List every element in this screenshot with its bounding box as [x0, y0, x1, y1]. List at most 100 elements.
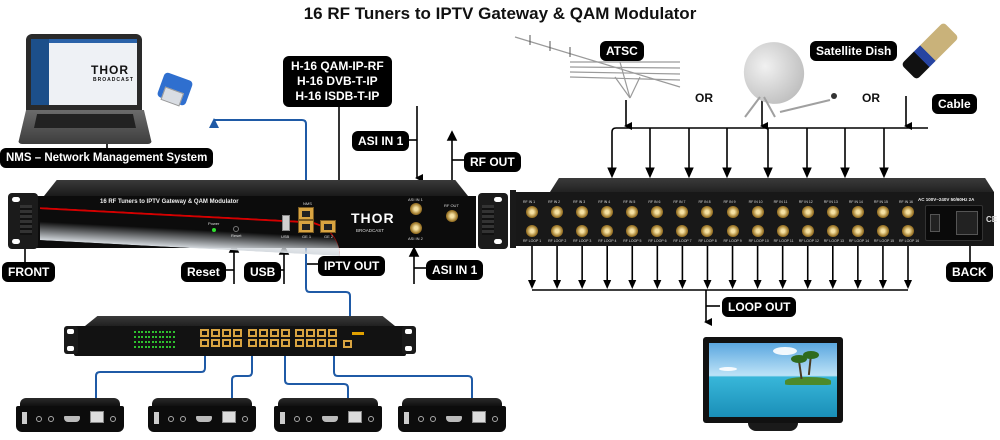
rf-in-13-connector[interactable]	[826, 206, 839, 218]
rf-loop-3-connector[interactable]	[576, 225, 589, 237]
switch-port-23[interactable]	[317, 339, 326, 347]
switch-port-5[interactable]	[200, 339, 209, 347]
stb-ethernet-port[interactable]	[348, 411, 362, 423]
switch-led	[134, 336, 136, 338]
reset-button[interactable]	[233, 226, 239, 232]
tv-stand	[748, 423, 798, 431]
rf-in-6-connector[interactable]	[651, 206, 664, 218]
switch-led	[144, 331, 147, 333]
rf-loop-2-connector[interactable]	[551, 225, 564, 237]
ge2-label: GE 2	[324, 234, 334, 239]
rf-in-4-connector[interactable]	[601, 206, 614, 218]
rf-loop-10-connector-label: RF LOOP 10	[748, 239, 769, 243]
rf-loop-13-connector[interactable]	[826, 225, 839, 237]
rf-in-5-connector[interactable]	[626, 206, 639, 218]
rf-loop-10-connector[interactable]	[751, 225, 764, 237]
loop-arrowhead-10	[753, 280, 762, 289]
switch-port-17[interactable]	[295, 329, 304, 337]
rf-in-2-connector[interactable]	[551, 206, 564, 218]
loop-arrowhead-3	[578, 280, 587, 289]
stb-ethernet-port[interactable]	[222, 411, 236, 423]
rf-loop-15-connector[interactable]	[876, 225, 889, 237]
rf-loop-14-connector[interactable]	[851, 225, 864, 237]
rf-in-15-connector-label: RF IN 15	[873, 200, 888, 204]
switch-port-7[interactable]	[222, 339, 231, 347]
bus-arrowhead-7	[840, 167, 850, 179]
switch-port-24[interactable]	[328, 339, 337, 347]
ge2-ethernet-port[interactable]	[320, 220, 336, 233]
switch-port-20[interactable]	[328, 329, 337, 337]
rf-in-11-connector[interactable]	[776, 206, 789, 218]
rf-in-3-connector[interactable]	[576, 206, 589, 218]
switch-port-3[interactable]	[222, 329, 231, 337]
switch-uplink-port[interactable]	[343, 340, 352, 348]
rf-loop-7-connector[interactable]	[676, 225, 689, 237]
rf-in-12-connector[interactable]	[801, 206, 814, 218]
switch-port-13[interactable]	[248, 339, 257, 347]
switch-port-21[interactable]	[295, 339, 304, 347]
rf-loop-5-connector[interactable]	[626, 225, 639, 237]
rf-in-1-connector-label: RF IN 1	[523, 200, 536, 204]
switch-port-11[interactable]	[270, 329, 279, 337]
switch-port-16[interactable]	[281, 339, 290, 347]
bus-arrowhead-4	[722, 167, 732, 179]
nms-ethernet-port[interactable]	[298, 207, 314, 220]
switch-led	[172, 341, 175, 343]
switch-led	[137, 346, 140, 348]
stb-ethernet-port[interactable]	[90, 411, 104, 423]
loop-arrowhead-8	[703, 280, 712, 289]
rf-in-9-connector[interactable]	[726, 206, 739, 218]
coax-cable-icon	[901, 22, 959, 80]
rf-loop-16-connector[interactable]	[902, 225, 914, 237]
rf-in-2-connector-label: RF IN 2	[548, 200, 561, 204]
rf-in-8-connector[interactable]	[701, 206, 714, 218]
switch-led	[158, 331, 161, 333]
rf-in-16-connector-label: RF IN 16	[899, 200, 914, 204]
switch-led	[137, 331, 140, 333]
rf-in-16-connector[interactable]	[902, 206, 914, 218]
rf-loop-6-connector[interactable]	[651, 225, 664, 237]
rf-loop-12-connector[interactable]	[801, 225, 814, 237]
rf-loop-1-connector[interactable]	[526, 225, 538, 237]
switch-port-14[interactable]	[259, 339, 268, 347]
power-switch[interactable]	[930, 214, 940, 232]
rf-loop-11-connector[interactable]	[776, 225, 789, 237]
rf-in-6-connector-label: RF IN 6	[648, 200, 661, 204]
switch-led	[144, 336, 147, 338]
switch-port-19[interactable]	[317, 329, 326, 337]
asi-in-1-connector[interactable]	[410, 203, 422, 215]
switch-port-18[interactable]	[306, 329, 315, 337]
switch-led	[148, 341, 150, 343]
switch-led	[169, 346, 171, 348]
iec-power-socket[interactable]	[956, 211, 978, 235]
switch-led	[162, 346, 164, 348]
switch-port-6[interactable]	[211, 339, 220, 347]
rf-in-1-connector[interactable]	[526, 206, 538, 218]
usb-port-label: USB	[281, 234, 290, 239]
switch-port-22[interactable]	[306, 339, 315, 347]
switch-port-9[interactable]	[248, 329, 257, 337]
asi-in-2-connector[interactable]	[410, 222, 422, 234]
rf-in-10-connector[interactable]	[751, 206, 764, 218]
rf-loop-8-connector[interactable]	[701, 225, 714, 237]
switch-port-10[interactable]	[259, 329, 268, 337]
loop-arrowhead-4	[603, 280, 612, 289]
stb-ethernet-port[interactable]	[472, 411, 486, 423]
switch-port-15[interactable]	[270, 339, 279, 347]
rf-in-7-connector[interactable]	[676, 206, 689, 218]
rf-in-15-connector[interactable]	[876, 206, 889, 218]
rf-out-connector[interactable]	[446, 210, 458, 222]
switch-port-2[interactable]	[211, 329, 220, 337]
switch-port-8[interactable]	[233, 339, 242, 347]
rf-loop-9-connector[interactable]	[726, 225, 739, 237]
rf-in-14-connector[interactable]	[851, 206, 864, 218]
bus-arrowhead-3	[684, 167, 694, 179]
usb-port[interactable]	[282, 215, 290, 231]
switch-port-4[interactable]	[233, 329, 242, 337]
rf-loop-4-connector-label: RF LOOP 4	[598, 239, 617, 243]
ge1-ethernet-port[interactable]	[298, 220, 314, 233]
switch-led	[155, 341, 157, 343]
switch-port-12[interactable]	[281, 329, 290, 337]
rf-loop-4-connector[interactable]	[601, 225, 614, 237]
switch-port-1[interactable]	[200, 329, 209, 337]
